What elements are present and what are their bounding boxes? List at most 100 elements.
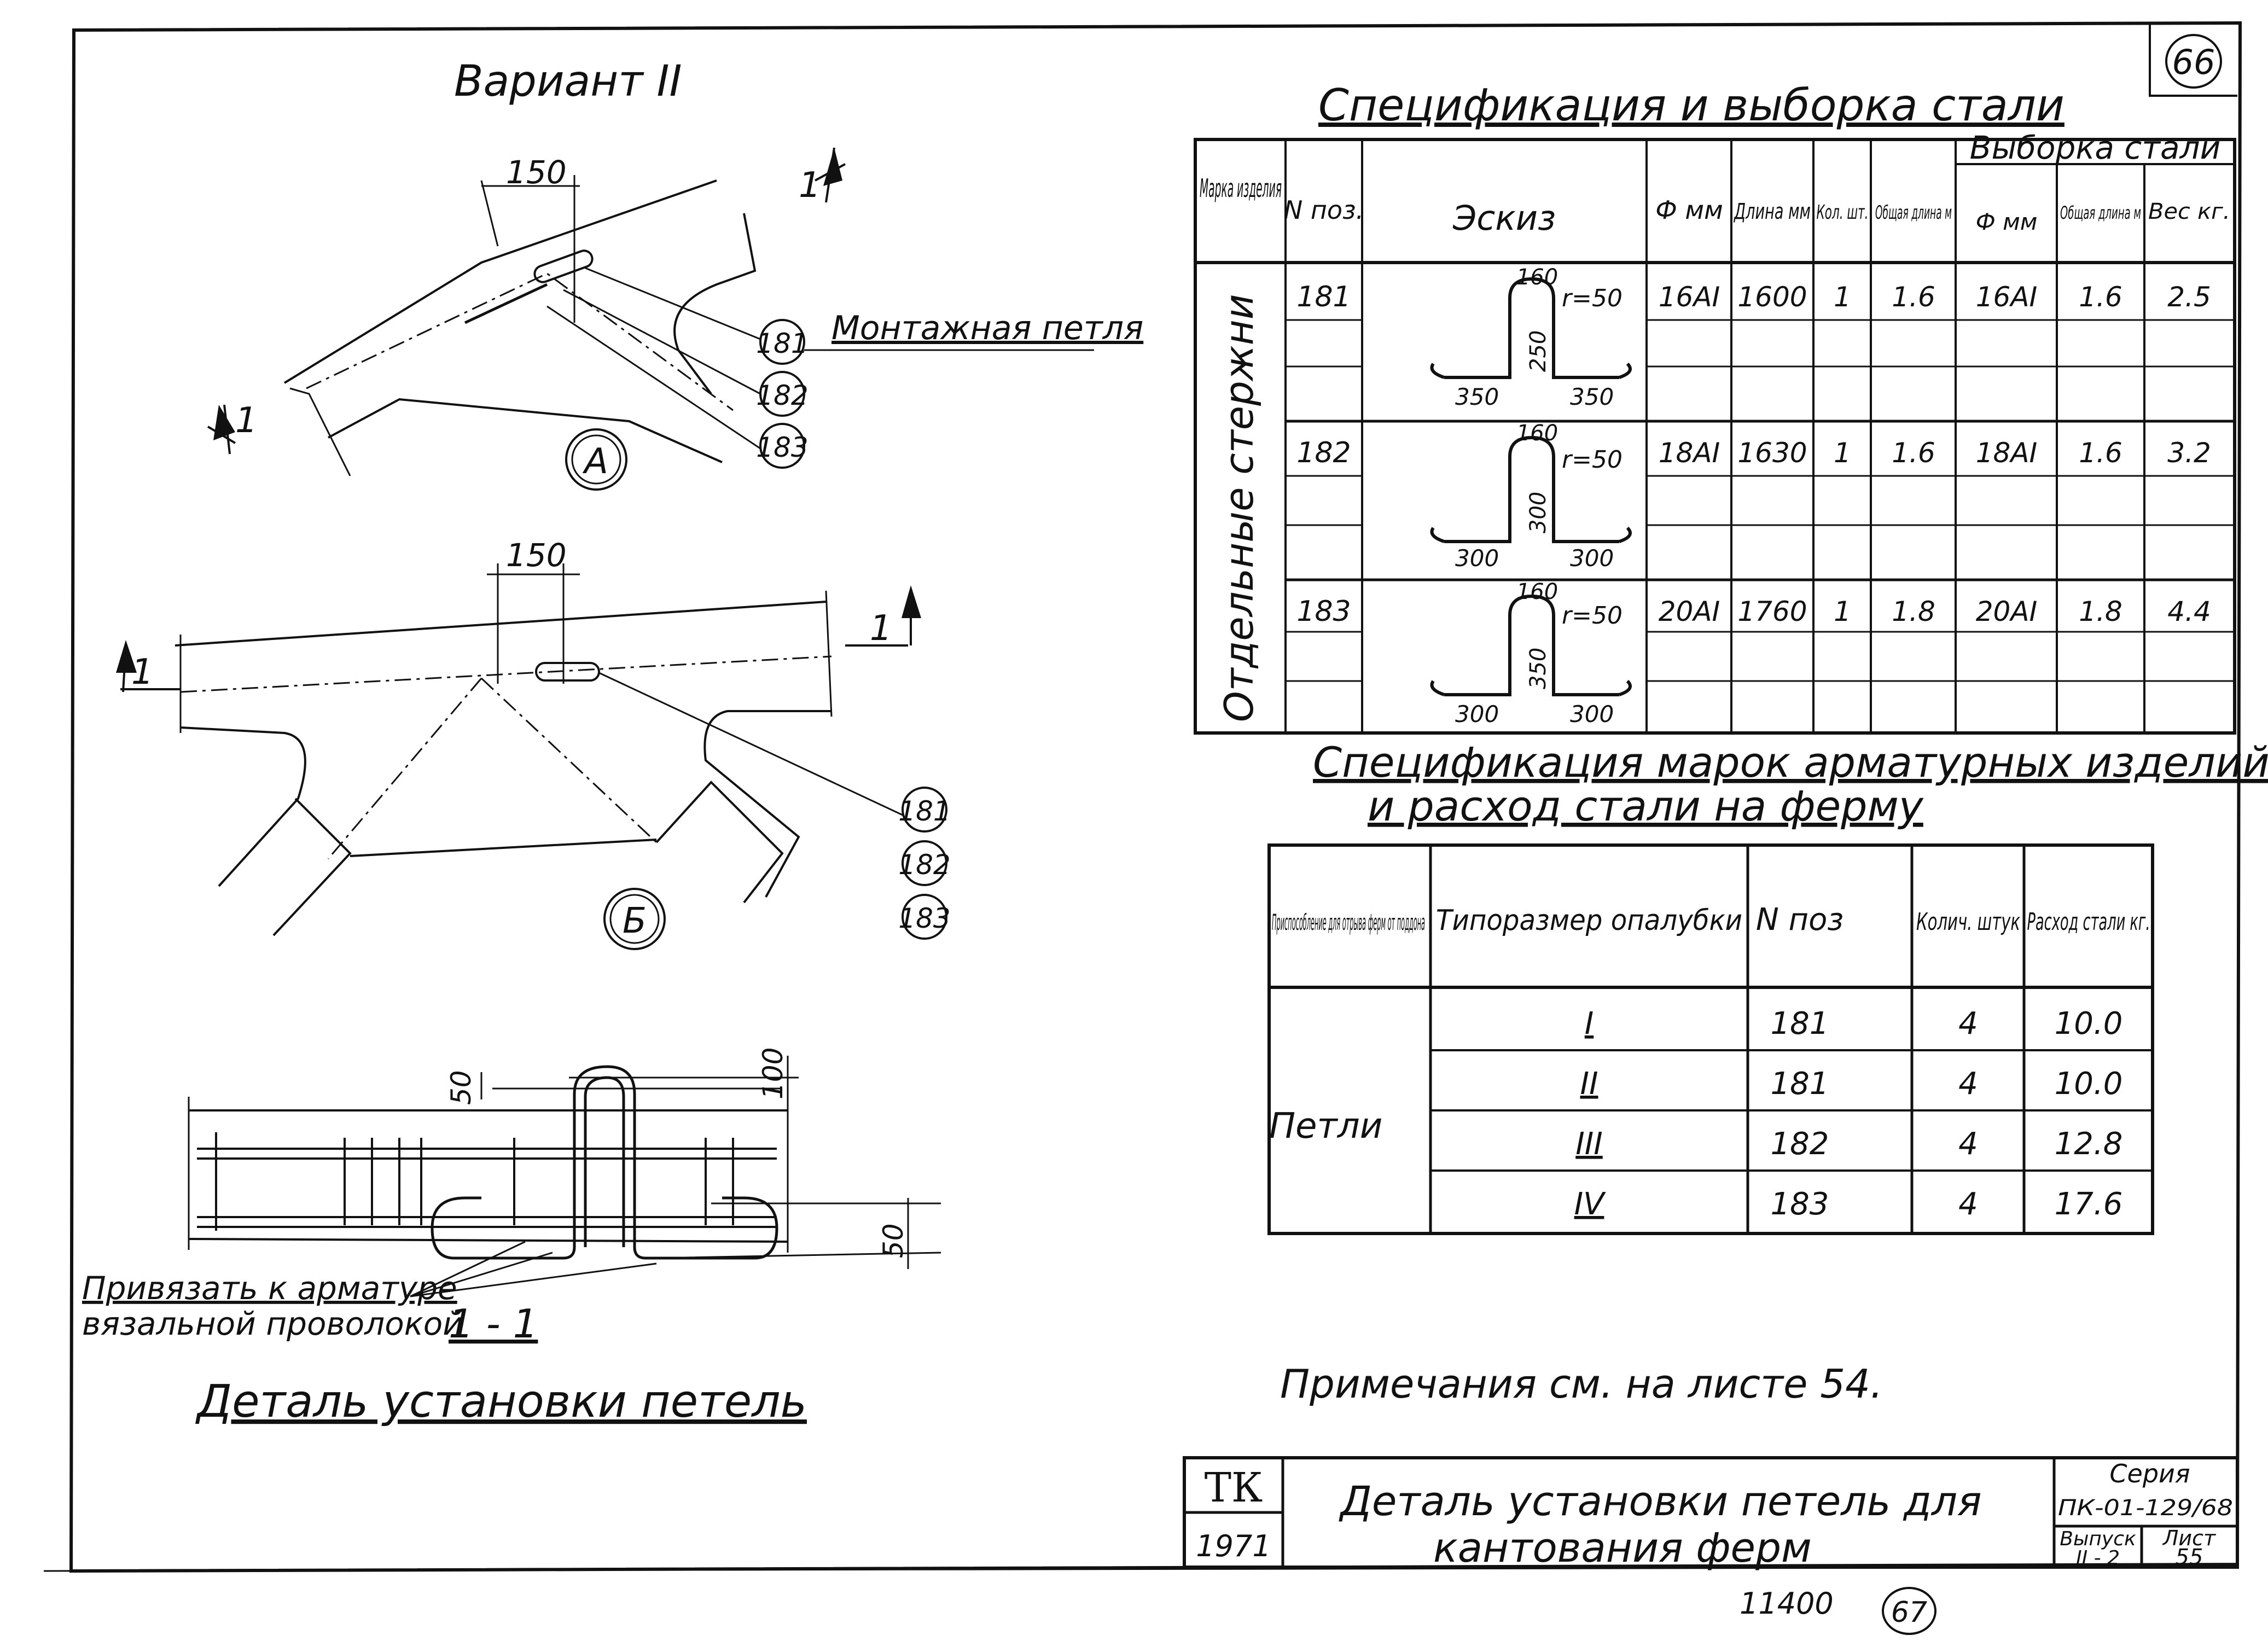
spec-header-selection: Выборка стали [1970, 129, 2221, 166]
marks-table-title-line1: Спецификация марок арматурных изделий [1313, 738, 2268, 787]
title-block-series-value: ПК-01-129/68 [2058, 1495, 2233, 1521]
sketch-top-dim: 160 [1516, 265, 1558, 290]
variant-title: Вариант II [454, 57, 682, 106]
marks-header-device: Приспособление для отрыва ферм от поддон… [1272, 910, 1425, 935]
bottom-page-number-text: 67 [1891, 1596, 1927, 1629]
spec-row-pos: 182 [1296, 437, 1351, 469]
detail-a-label: А [565, 428, 627, 491]
marks-table-title-line2: и расход стали на ферму [1368, 782, 1924, 830]
detail-b-callout-182: 182 [898, 849, 950, 881]
detail-a-dimension-150: 150 [506, 154, 567, 191]
marks-row-4: IV 183 4 17.6 [1574, 1186, 2123, 1222]
section-1-1-title: 1 - 1 [449, 1301, 538, 1347]
marks-row-pos: 182 [1771, 1126, 1829, 1162]
title-block-sheet-label: Лист [2162, 1526, 2217, 1550]
section-dim-50-bottom: 50 [877, 1223, 909, 1258]
title-block-org: ТК [1205, 1464, 1263, 1511]
spec-header-mark: Марка изделия [1200, 173, 1282, 203]
title-block-year: 1971 [1196, 1529, 1271, 1563]
marks-row-steel: 10.0 [2055, 1006, 2123, 1041]
sketch-height-dim: 350 [1526, 648, 1551, 689]
marks-table-grid [1267, 843, 2154, 1235]
spec-row-diameter: 20AI [1659, 596, 1720, 627]
marks-row-count: 4 [1958, 1186, 1978, 1222]
detail-a-section-mark-bottom: 1 [235, 400, 258, 441]
sketch-left-dim: 300 [1455, 701, 1499, 728]
spec-row-selection-total: 1.6 [2079, 437, 2122, 469]
sketch-radius: r=50 [1562, 446, 1623, 474]
spec-row-length: 1630 [1737, 437, 1807, 469]
instruction-line-1: Привязать к арматуре [82, 1270, 457, 1307]
detail-a-section-mark-top: 1 [799, 165, 821, 206]
spec-header-sketch: Эскиз [1452, 198, 1556, 238]
mounting-loop-note: Монтажная петля [831, 309, 1143, 347]
sketch-top-dim: 160 [1516, 579, 1558, 604]
sketch-top-dim: 160 [1516, 421, 1558, 446]
loop-installation-caption: Деталь установки петель [195, 1376, 807, 1428]
spec-header-qty: Кол. шт. [1817, 201, 1869, 224]
spec-header-length: Длина мм [1734, 199, 1811, 224]
marks-row-type: II [1580, 1066, 1598, 1102]
spec-row-length: 1600 [1737, 281, 1807, 313]
detail-a-callouts: 181 182 183 [756, 319, 1094, 469]
instruction-line-2: вязальной проволокой [82, 1305, 463, 1342]
marks-row-pos: 181 [1771, 1006, 1829, 1041]
spec-row-pos: 183 [1296, 595, 1351, 628]
instruction-leaders [410, 1241, 657, 1297]
spec-header-pos: N поз. [1284, 195, 1364, 225]
spec-row-selection-diameter: 20AI [1976, 596, 2038, 627]
section-1-1-drawing [188, 1056, 941, 1269]
spec-header-diameter: Ф мм [1655, 195, 1723, 225]
title-block-grid [1183, 1456, 2239, 1569]
spec-row-weight: 2.5 [2167, 281, 2211, 313]
detail-b-dimension-150: 150 [506, 537, 567, 574]
sketch-height-dim: 250 [1526, 330, 1551, 372]
spec-row-selection-total: 1.8 [2079, 596, 2122, 627]
marks-row-count: 4 [1958, 1066, 1978, 1102]
sketch-left-dim: 300 [1455, 545, 1499, 572]
spec-row-qty: 1 [1834, 437, 1851, 469]
title-block-series-label: Серия [2109, 1459, 2190, 1488]
title-block-title-line2: кантования ферм [1433, 1524, 1812, 1572]
spec-row-qty: 1 [1834, 281, 1851, 313]
marks-row-steel: 10.0 [2055, 1066, 2123, 1102]
detail-b-callout-183: 183 [898, 903, 950, 934]
spec-row-selection-diameter: 18AI [1976, 437, 2038, 469]
title-block-issue-label: Выпуск [2060, 1528, 2136, 1550]
spec-row-181: 181 160 r=50 250 350 350 16AI 1600 1 1.6… [1296, 265, 2211, 410]
spec-row-weight: 4.4 [2167, 596, 2211, 627]
spec-row-diameter: 18AI [1659, 437, 1720, 469]
marks-row-3: III 182 4 12.8 [1575, 1126, 2122, 1162]
spec-table-title: Спецификация и выборка стали [1318, 80, 2065, 131]
sketch-radius: r=50 [1562, 602, 1623, 630]
marks-row-1: I 181 4 10.0 [1585, 1006, 2123, 1041]
spec-group-label: Отдельные стержни [1216, 294, 1262, 722]
marks-header-type: Типоразмер опалубки [1436, 904, 1742, 937]
marks-row-steel: 12.8 [2055, 1126, 2123, 1162]
detail-b-section-mark-left: 1 [131, 652, 154, 693]
corner-sheet-number: 66 [2149, 25, 2237, 97]
detail-a-label-text: А [582, 441, 608, 482]
spec-row-total: 1.8 [1892, 596, 1935, 627]
detail-a-callout-182: 182 [756, 380, 808, 411]
spec-row-total: 1.6 [1892, 281, 1935, 313]
title-block-issue-value: II - 2 [2076, 1547, 2120, 1569]
detail-b-section-mark-right: 1 [870, 608, 892, 649]
spec-row-diameter: 16AI [1659, 281, 1720, 313]
sketch-right-dim: 300 [1570, 545, 1614, 572]
marks-table-headers: Приспособление для отрыва ферм от поддон… [1272, 902, 2150, 938]
marks-header-count: Колич. штук [1916, 908, 2020, 936]
spec-row-weight: 3.2 [2167, 437, 2211, 469]
spec-row-selection-diameter: 16AI [1976, 281, 2038, 313]
detail-a-callout-181: 181 [756, 328, 808, 359]
bottom-code: 11400 [1740, 1586, 1834, 1621]
spec-row-total: 1.6 [1892, 437, 1935, 469]
marks-row-pos: 183 [1771, 1186, 1829, 1222]
notes-text: Примечания см. на листе 54. [1280, 1361, 1883, 1407]
sketch-left-dim: 350 [1455, 383, 1499, 410]
sketch-height-dim: 300 [1526, 492, 1551, 533]
sketch-right-dim: 350 [1570, 383, 1614, 410]
spec-row-182: 182 160 r=50 300 300 300 18AI 1630 1 1.6… [1296, 421, 2211, 572]
corner-number-text: 66 [2172, 42, 2215, 82]
